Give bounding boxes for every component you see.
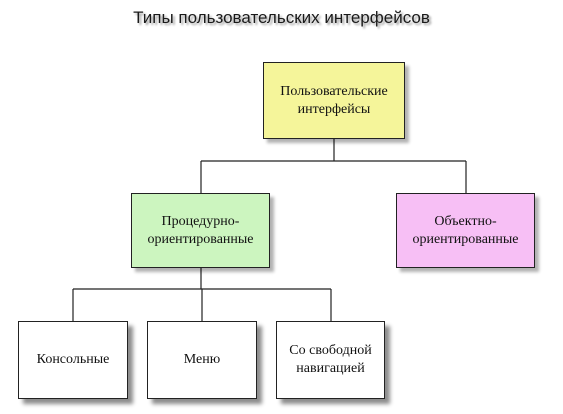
node-free-navigation: Со свободной навигацией [276, 321, 385, 399]
diagram-title: Типы пользовательских интерфейсов [133, 8, 430, 27]
node-object-oriented: Объектно- ориентированные [396, 193, 535, 268]
node-menu-label: Меню [183, 352, 221, 367]
node-user-interfaces-label: Пользовательские интерфейсы [280, 83, 388, 117]
node-free-navigation-label: Со свободной навигацией [289, 343, 372, 376]
node-user-interfaces: Пользовательские интерфейсы [263, 62, 405, 139]
node-procedural-oriented-label: Процедурно- ориентированные [147, 213, 254, 247]
node-console: Консольные [18, 321, 128, 399]
node-procedural-oriented: Процедурно- ориентированные [131, 193, 270, 268]
node-console-label: Консольные [36, 352, 110, 367]
node-menu: Меню [147, 321, 257, 399]
node-object-oriented-label: Объектно- ориентированные [412, 213, 519, 247]
